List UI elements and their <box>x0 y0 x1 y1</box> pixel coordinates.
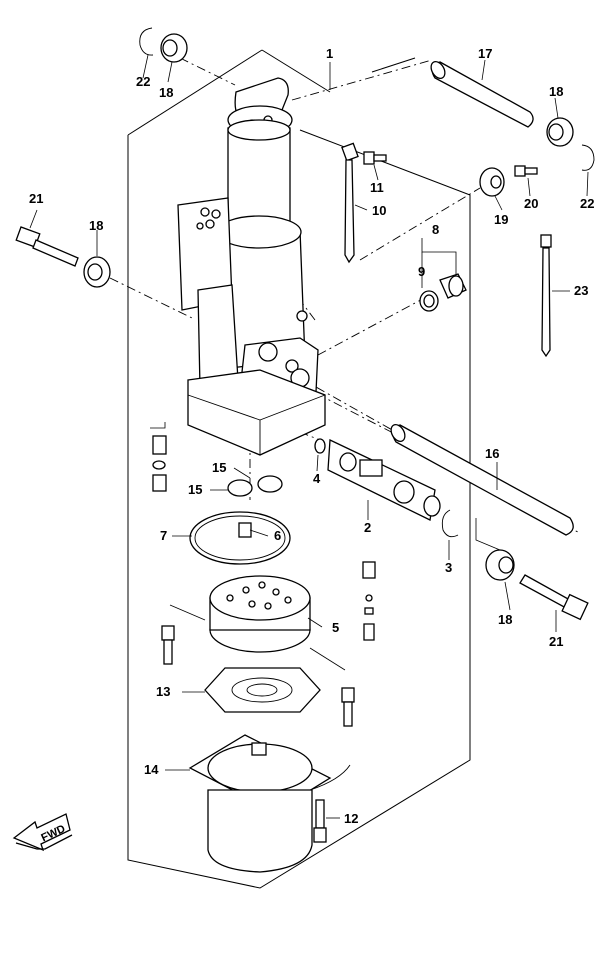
callout-15a: 15 <box>212 460 226 475</box>
callout-4: 4 <box>313 471 321 486</box>
callout-leaders <box>29 54 589 819</box>
assembly-outline <box>127 49 471 889</box>
callout-3: 3 <box>445 560 452 575</box>
callout-12: 12 <box>344 811 358 826</box>
bolt-21-left <box>15 226 79 267</box>
callout-5: 5 <box>332 620 339 635</box>
callout-1: 1 <box>326 46 333 61</box>
callout-9: 9 <box>418 264 425 279</box>
motor-14 <box>188 734 351 873</box>
callout-23: 23 <box>574 283 588 298</box>
callout-17: 17 <box>478 46 492 61</box>
o-ring-9 <box>419 290 439 312</box>
bushing-18-left <box>83 256 111 288</box>
o-ring-7 <box>189 511 291 565</box>
callout-22a: 22 <box>136 74 150 89</box>
callout-11: 11 <box>370 180 384 195</box>
callout-8: 8 <box>432 222 439 237</box>
o-rings-15 <box>152 435 283 497</box>
callout-14: 14 <box>144 762 159 777</box>
callout-6: 6 <box>274 528 281 543</box>
bolt-12 <box>313 799 327 843</box>
callout-18d: 18 <box>498 612 512 627</box>
valve-assembly-2 <box>327 439 441 521</box>
callout-22b: 22 <box>580 196 594 211</box>
callout-18a: 18 <box>159 85 173 100</box>
callout-21b: 21 <box>549 634 563 649</box>
bushing-18-top-left <box>160 33 188 63</box>
bolt-21-right <box>519 574 589 621</box>
filter-6 <box>238 522 252 538</box>
callout-labels: 1 2 3 4 5 6 7 8 9 10 11 12 13 14 15 15 1… <box>29 46 594 826</box>
callout-21a: 21 <box>29 191 43 206</box>
bolt-11 <box>363 151 387 165</box>
cable-tie-23 <box>540 234 552 358</box>
pin-16 <box>390 423 574 536</box>
pump-5 <box>209 575 311 653</box>
callout-10: 10 <box>372 203 386 218</box>
cable-tie-10 <box>341 142 359 264</box>
bolt-20 <box>514 165 538 177</box>
dashed-leader-lines <box>109 57 579 533</box>
reservoir-13 <box>204 667 321 713</box>
callout-15b: 15 <box>188 482 202 497</box>
bushing-19 <box>479 167 505 197</box>
bushing-18-bottom-right <box>485 549 515 581</box>
bushing-18-top-right <box>546 117 574 147</box>
pin-17 <box>430 60 534 128</box>
circlip-22-right <box>581 144 595 171</box>
o-ring-4 <box>314 438 326 454</box>
callout-13: 13 <box>156 684 170 699</box>
fwd-arrow-icon: FWD <box>12 813 73 852</box>
callout-18c: 18 <box>89 218 103 233</box>
callout-20: 20 <box>524 196 538 211</box>
circlip-22-top-left <box>139 27 154 56</box>
callout-18b: 18 <box>549 84 563 99</box>
circlip-3 <box>441 509 459 538</box>
plug-8 <box>439 273 467 299</box>
callout-19: 19 <box>494 212 508 227</box>
callout-7: 7 <box>160 528 167 543</box>
check-valve-parts <box>362 561 376 641</box>
callout-2: 2 <box>364 520 371 535</box>
cylinder-assembly <box>177 77 326 456</box>
pump-bolts <box>161 625 355 727</box>
callout-16: 16 <box>485 446 499 461</box>
